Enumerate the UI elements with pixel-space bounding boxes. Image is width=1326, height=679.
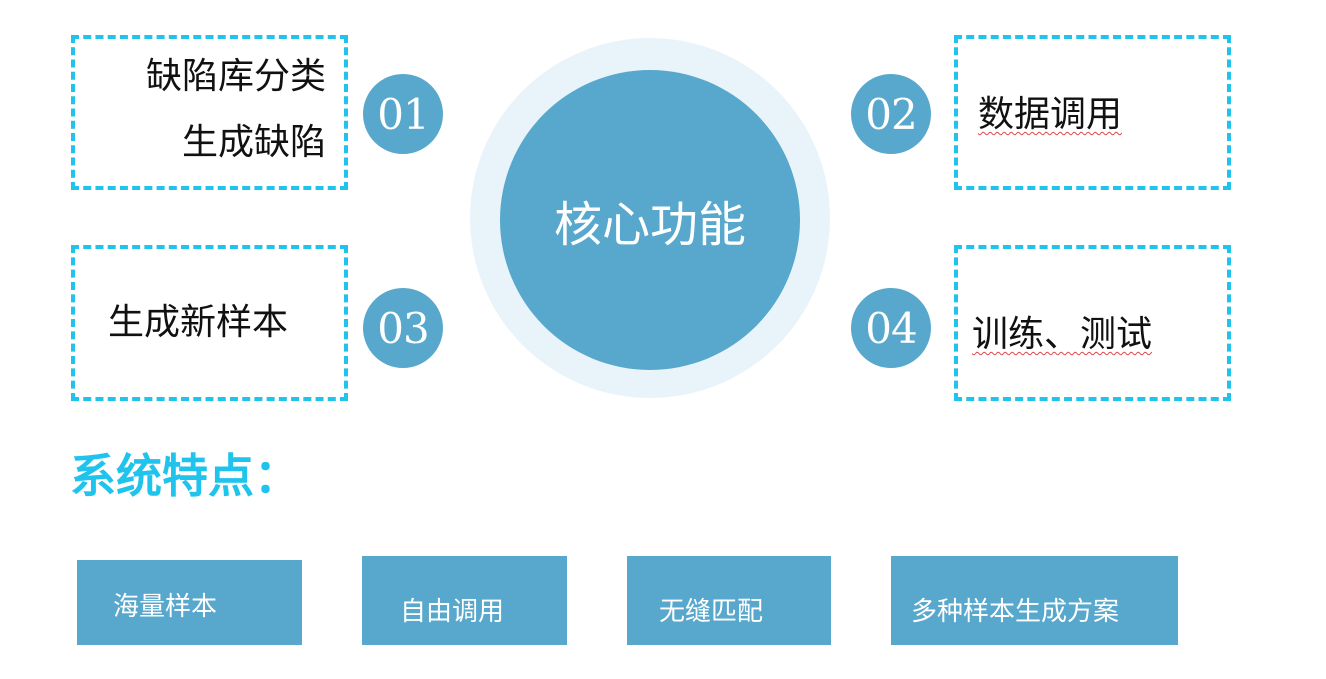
feature-box-1: 海量样本 [77, 560, 302, 645]
function-number-03: 03 [363, 288, 443, 368]
function-02-line-1: 数据调用 [978, 94, 1123, 135]
feature-label-1: 海量样本 [113, 592, 218, 622]
function-01-line-2: 生成缺陷 [181, 122, 326, 163]
function-box-03: 生成新样本 [71, 245, 348, 401]
function-01-line-1: 缺陷库分类 [145, 56, 326, 97]
function-03-line-1: 生成新样本 [108, 302, 289, 343]
center-label: 核心功能 [553, 197, 746, 253]
function-number-02: 02 [851, 74, 931, 154]
feature-box-2: 自由调用 [362, 556, 567, 645]
features-title: 系统特点： [70, 449, 300, 503]
function-box-01: 缺陷库分类 生成缺陷 [71, 35, 348, 190]
function-box-02: 数据调用 [954, 35, 1231, 190]
feature-label-2: 自由调用 [400, 597, 505, 627]
feature-label-3: 无缝匹配 [659, 597, 764, 627]
feature-box-3: 无缝匹配 [627, 556, 831, 645]
feature-label-4: 多种样本生成方案 [911, 597, 1120, 627]
function-box-04: 训练、测试 [954, 245, 1231, 401]
function-number-01: 01 [363, 74, 443, 154]
function-number-04: 04 [851, 288, 931, 368]
feature-box-4: 多种样本生成方案 [891, 556, 1178, 645]
function-04-line-1: 训练、测试 [972, 314, 1153, 355]
center-circle: 核心功能 [500, 70, 800, 370]
